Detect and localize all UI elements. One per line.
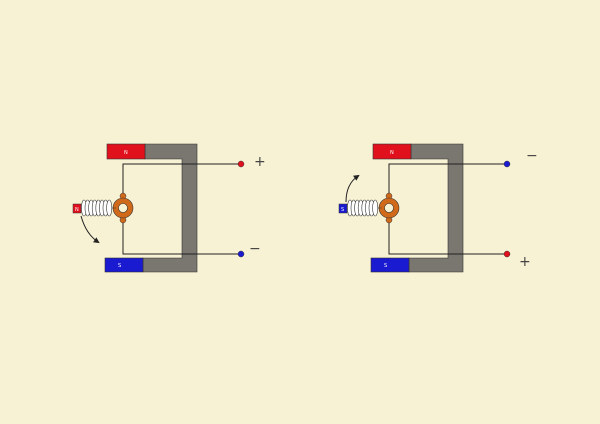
right-motor: N S − + S xyxy=(338,143,538,273)
left-commutator-hub xyxy=(118,203,128,213)
right-bottom-pole-label: S xyxy=(384,263,387,269)
left-rotation-arrow xyxy=(80,215,100,244)
left-motor: N S + − N xyxy=(72,143,266,273)
left-top-terminal-sign: + xyxy=(254,154,266,170)
right-bottom-terminal xyxy=(503,250,511,258)
left-bottom-pole xyxy=(104,257,144,273)
right-rotor-end-label: S xyxy=(341,207,344,213)
right-top-terminal-sign: − xyxy=(526,148,538,164)
left-top-pole-label: N xyxy=(124,150,128,156)
right-bottom-pole xyxy=(370,257,410,273)
right-top-wire xyxy=(388,163,506,196)
left-yoke xyxy=(142,143,198,273)
right-bottom-terminal-sign: + xyxy=(519,254,531,270)
coil-loop xyxy=(106,199,113,217)
right-yoke xyxy=(408,143,464,273)
right-rotor-end xyxy=(338,203,348,214)
right-rotation-arrow xyxy=(345,174,360,203)
left-rotor-end-label: N xyxy=(75,207,79,213)
left-coil xyxy=(80,199,116,217)
left-bottom-pole-label: S xyxy=(118,263,121,269)
right-top-pole-label: N xyxy=(390,150,394,156)
right-commutator-hub xyxy=(384,203,394,213)
right-top-terminal xyxy=(503,160,511,168)
right-top-pole xyxy=(372,143,412,160)
left-top-pole xyxy=(106,143,146,160)
right-coil xyxy=(346,199,382,217)
left-bottom-terminal xyxy=(237,250,245,258)
coil-loop xyxy=(372,199,379,217)
right-bottom-wire xyxy=(388,220,506,255)
left-bottom-wire xyxy=(122,220,240,255)
left-bottom-terminal-sign: − xyxy=(249,241,261,257)
left-top-wire xyxy=(122,163,240,196)
left-rotor-end xyxy=(72,203,82,214)
left-top-terminal xyxy=(237,160,245,168)
